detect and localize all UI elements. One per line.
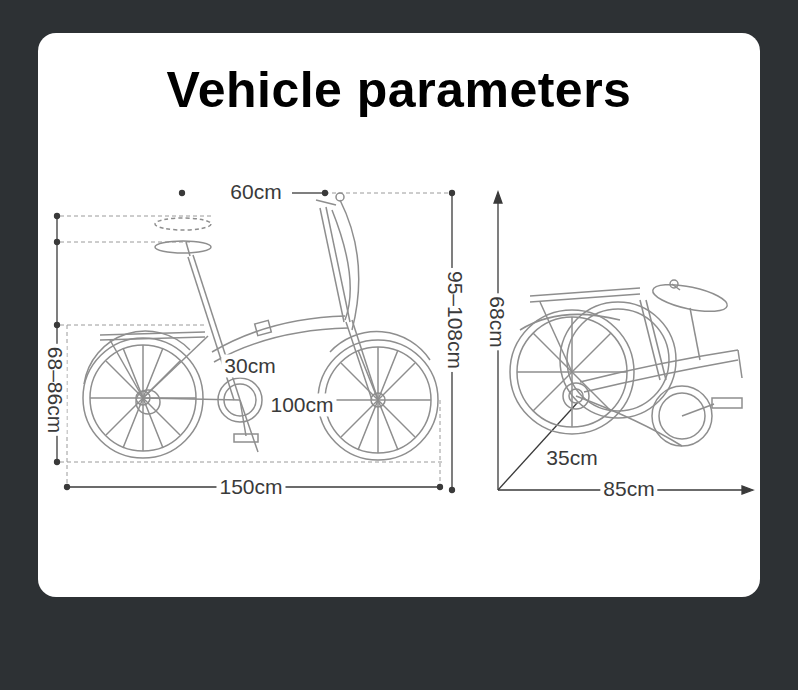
dimension-label: 68–86cm: [43, 344, 66, 436]
guide-lines-part: [440, 400, 441, 487]
folded-bike-part: [682, 404, 714, 416]
unfolded-bike-part: [193, 255, 240, 400]
unfolded-bike-part: [326, 207, 350, 322]
unfolded-bike-part: [100, 337, 205, 340]
dimension-lines-part: [180, 191, 185, 196]
unfolded-bike-part: [330, 332, 430, 360]
unfolded-bike-part: [346, 322, 372, 400]
dimension-label: 95–108cm: [443, 268, 466, 372]
unfolded-bike-part: [340, 200, 359, 330]
guide-lines-part: [60, 325, 205, 326]
unfolded-bike-part: [240, 400, 246, 436]
dimension-label: 30cm: [221, 354, 278, 377]
guide-lines-part: [67, 325, 68, 487]
dimension-lines-part: [494, 192, 502, 203]
unfolded-bike-part: [155, 241, 211, 253]
folded-bike-part: [520, 314, 620, 330]
unfolded-bike-part: [212, 316, 345, 352]
dimension-lines-part: [323, 191, 328, 196]
dimension-lines-part: [65, 485, 70, 490]
folded-bike-part: [584, 360, 738, 392]
unfolded-bike-part: [332, 210, 350, 320]
dimension-lines-part: [55, 323, 60, 328]
dimension-label: 100cm: [267, 393, 336, 416]
dimension-lines-part: [438, 485, 443, 490]
guide-lines-part: [325, 193, 452, 194]
page-title: Vehicle parameters: [167, 61, 632, 119]
folded-bike-part: [540, 302, 572, 372]
unfolded-bike-part: [316, 200, 336, 205]
unfolded-bike-part: [143, 398, 240, 400]
unfolded-bike-part: [100, 332, 205, 335]
dimension-lines-part: [55, 240, 60, 245]
folded-bike-part: [646, 300, 666, 380]
unfolded-bike-part: [110, 340, 143, 398]
unfolded-bike-part: [143, 336, 208, 398]
dimension-lines: [55, 191, 754, 495]
folded-bike-part: [690, 308, 700, 360]
dimension-lines-part: [450, 191, 455, 196]
unfolded-bike-part: [352, 320, 378, 400]
dimension-label: 150cm: [216, 475, 285, 498]
unfolded-bike-part: [155, 218, 211, 230]
unfolded-bike-part: [186, 242, 190, 256]
unfolded-bike-part: [136, 390, 160, 414]
folded-bike: [510, 279, 742, 446]
dimension-label: 68cm: [485, 293, 508, 350]
guide-lines: [60, 193, 452, 487]
folded-bike-part: [640, 300, 660, 380]
folded-bike-part: [738, 350, 742, 378]
folded-bike-part: [530, 294, 640, 302]
folded-bike-part: [712, 398, 742, 408]
dimension-lines-part: [55, 460, 60, 465]
guide-lines-part: [60, 216, 212, 217]
dimension-label: 85cm: [600, 477, 657, 500]
dimension-lines-part: [55, 214, 60, 219]
dimension-label: 35cm: [543, 446, 600, 469]
unfolded-bike-part: [240, 400, 258, 452]
unfolded-bike-part: [83, 338, 203, 458]
folded-bike-part: [576, 396, 682, 446]
dimension-lines-part: [292, 192, 322, 193]
unfolded-bike-part: [188, 257, 234, 400]
unfolded-bike-part: [336, 193, 344, 201]
unfolded-bike: [83, 193, 438, 460]
folded-bike-part: [567, 309, 669, 411]
dimension-lines-part: [742, 486, 753, 494]
folded-bike-part: [670, 280, 678, 288]
unfolded-bike-part: [255, 320, 272, 335]
dimension-label: 60cm: [227, 180, 284, 203]
guide-lines-part: [60, 462, 445, 463]
dimension-lines-part: [450, 488, 455, 493]
unfolded-bike-part: [320, 208, 344, 322]
